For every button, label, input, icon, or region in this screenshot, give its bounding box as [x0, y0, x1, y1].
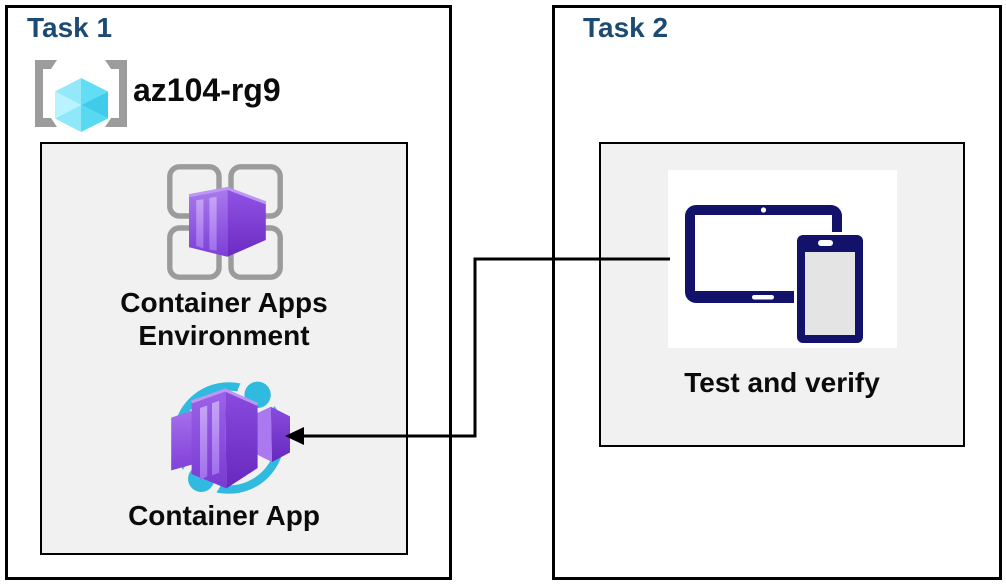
- resource-group-icon: [35, 60, 127, 132]
- container-app-label: Container App: [128, 500, 320, 531]
- task2-title: Task 2: [583, 12, 669, 43]
- task1-box: Task 1 az104-rg9: [5, 5, 452, 580]
- test-and-verify-label: Test and verify: [684, 367, 880, 398]
- task1-inner-box: Container Apps Environment: [40, 142, 408, 555]
- task1-title: Task 1: [27, 12, 113, 43]
- resource-group-name: az104-rg9: [133, 72, 281, 108]
- task2-inner-box: Test and verify: [599, 142, 965, 447]
- container-apps-environment-label: Container Apps Environment: [42, 286, 406, 352]
- container-app-icon: [171, 378, 290, 498]
- cae-label-line2: Environment: [138, 320, 310, 351]
- devices-icon-background: [668, 170, 897, 348]
- task2-box: Task 2 Test and verify: [552, 5, 1002, 580]
- container-apps-environment-icon: [167, 164, 283, 280]
- tablet-and-phone-icon: [685, 205, 866, 346]
- cae-label-line1: Container Apps: [120, 287, 328, 318]
